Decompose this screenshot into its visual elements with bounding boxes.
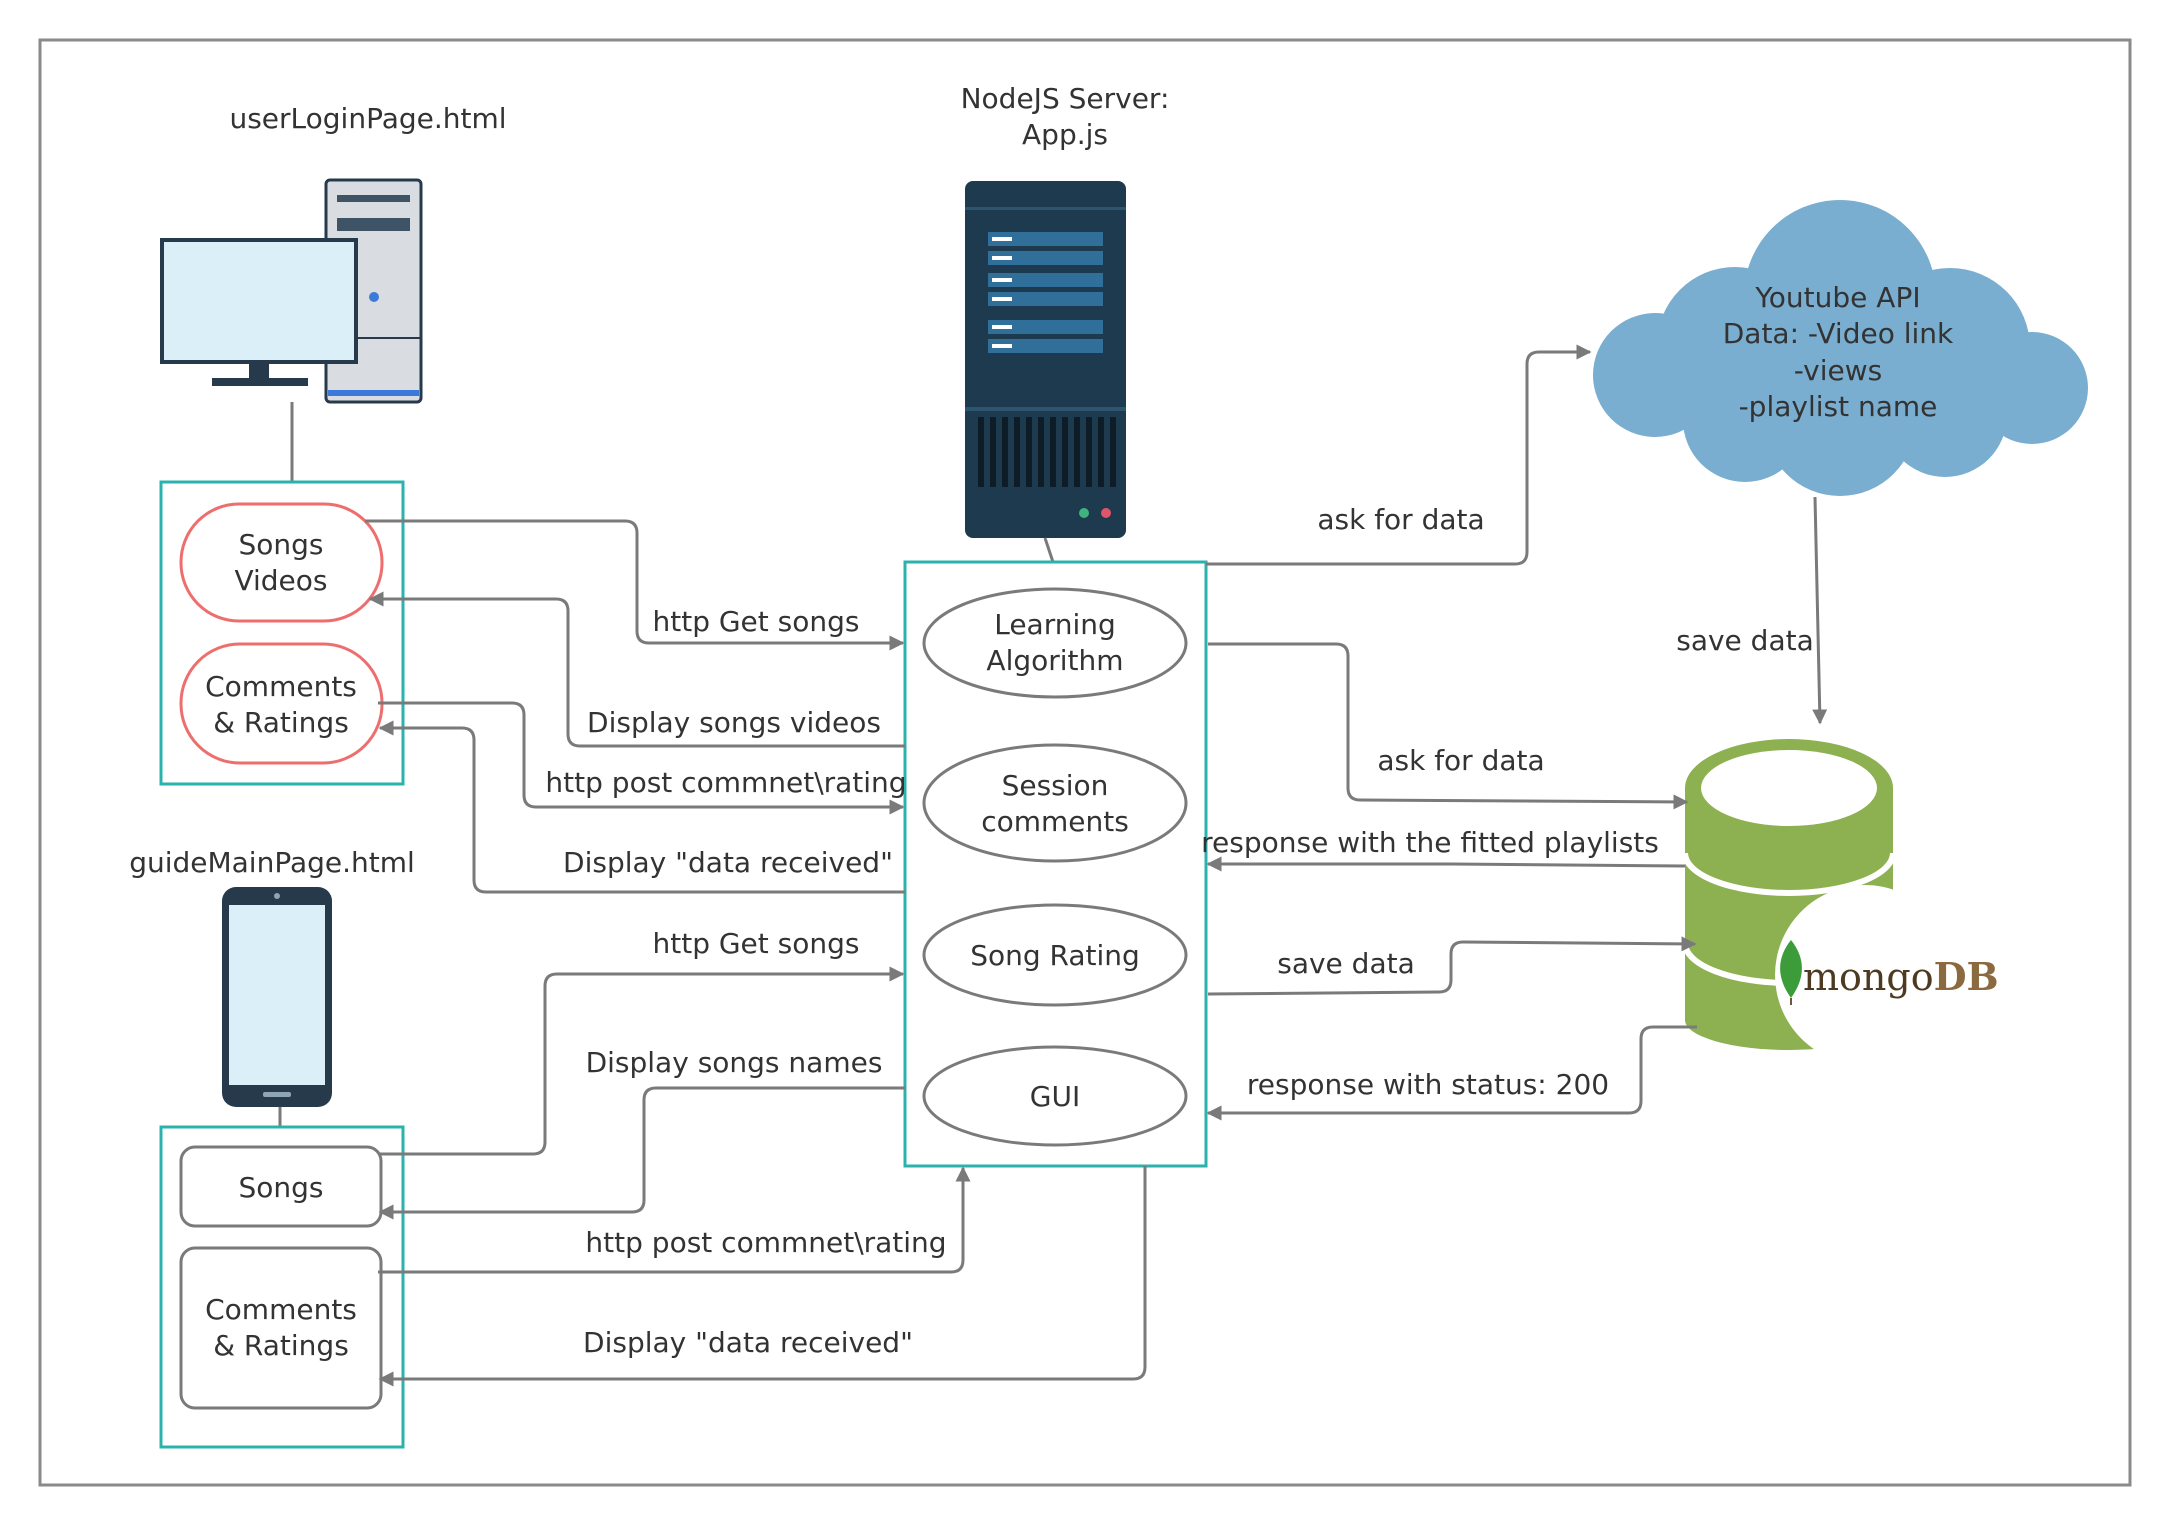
user-comments-ratings-line1: Comments [205, 670, 357, 703]
label-response-playlists: response with the fitted playlists [1201, 826, 1659, 859]
cloud-line4: -playlist name [1739, 390, 1938, 423]
edge-guide-get-songs [378, 966, 905, 1156]
edge-guide-display-names [378, 1086, 905, 1220]
song-rating-module[interactable] [922, 903, 1188, 1007]
label-ask-youtube: ask for data [1317, 503, 1484, 536]
label-guide-display-received: Display "data received" [583, 1326, 913, 1359]
mongodb-database-icon: mongoDB [1682, 739, 1999, 1065]
edge-save-to-db [1812, 496, 1828, 725]
label-save-data: save data [1277, 947, 1415, 980]
learning-algorithm-module[interactable] [922, 587, 1188, 699]
server-to-box-line [1043, 537, 1055, 563]
label-user-display-received: Display "data received" [563, 846, 893, 879]
mongodb-logo-db-part: DB [1934, 954, 1999, 999]
edge-user-post-comment [378, 701, 905, 815]
label-user-display-videos: Display songs videos [587, 706, 881, 739]
label-guide-post-comment: http post commnet\rating [585, 1226, 946, 1259]
guide-comments-ratings-line1: Comments [205, 1293, 357, 1326]
desktop-computer-icon [160, 178, 423, 404]
edge-user-display-videos [368, 591, 905, 748]
song-rating-label: Song Rating [970, 939, 1140, 972]
guide-songs-box[interactable] [179, 1145, 383, 1228]
mongodb-logo-mongo: mongoDB [1803, 954, 1999, 999]
guide-page-panel [159, 1125, 405, 1449]
guide-page-title: guideMainPage.html [129, 846, 415, 879]
user-songs-videos-box[interactable] [179, 502, 384, 623]
guide-songs-label: Songs [238, 1171, 323, 1204]
mobile-phone-icon [222, 887, 332, 1107]
server-rack-icon [965, 181, 1126, 538]
session-comments-line2: comments [981, 805, 1129, 838]
label-guide-get-songs: http Get songs [652, 927, 859, 960]
learning-algorithm-line2: Algorithm [986, 644, 1123, 677]
user-comments-ratings-line2: & Ratings [213, 706, 349, 739]
edge-guide-display-received [378, 1166, 1147, 1387]
label-user-post-comment: http post commnet\rating [545, 766, 906, 799]
server-title-line1: NodeJS Server: [961, 82, 1170, 115]
guide-comments-ratings-box[interactable] [179, 1246, 383, 1410]
edge-response-status [1206, 1025, 1697, 1121]
youtube-api-cloud-icon: Youtube API Data: -Video link -views -pl… [1593, 200, 2088, 496]
learning-algorithm-line1: Learning [994, 608, 1116, 641]
label-save-to-db: save data [1676, 624, 1814, 657]
label-response-status: response with status: 200 [1247, 1068, 1609, 1101]
mongodb-logo-mongo-part: mongo [1803, 955, 1934, 999]
user-page-title: userLoginPage.html [229, 102, 506, 135]
edge-response-playlists [1206, 856, 1686, 872]
guide-comments-ratings-line2: & Ratings [213, 1329, 349, 1362]
user-comments-ratings-box[interactable] [179, 642, 384, 765]
user-songs-videos-line1: Songs [238, 528, 323, 561]
cloud-line1: Youtube API [1754, 281, 1920, 314]
cloud-line3: -views [1794, 354, 1882, 387]
edge-guide-post-comment [378, 1166, 971, 1274]
cloud-line2: Data: -Video link [1723, 317, 1954, 350]
edge-user-display-received [378, 720, 905, 894]
edge-ask-youtube [1206, 344, 1592, 566]
label-guide-display-names: Display songs names [586, 1046, 883, 1079]
label-user-get-songs: http Get songs [652, 605, 859, 638]
user-songs-videos-line2: Videos [234, 564, 327, 597]
label-ask-db: ask for data [1377, 744, 1544, 777]
user-page-panel [159, 480, 405, 786]
session-comments-module[interactable] [922, 743, 1188, 863]
gui-module[interactable] [922, 1045, 1188, 1147]
session-comments-line1: Session [1002, 769, 1109, 802]
edge-save-data [1207, 936, 1697, 996]
server-title-line2: App.js [1022, 118, 1108, 151]
edge-ask-db [1208, 642, 1689, 810]
edge-user-get-songs [365, 519, 905, 651]
gui-label: GUI [1030, 1080, 1080, 1113]
